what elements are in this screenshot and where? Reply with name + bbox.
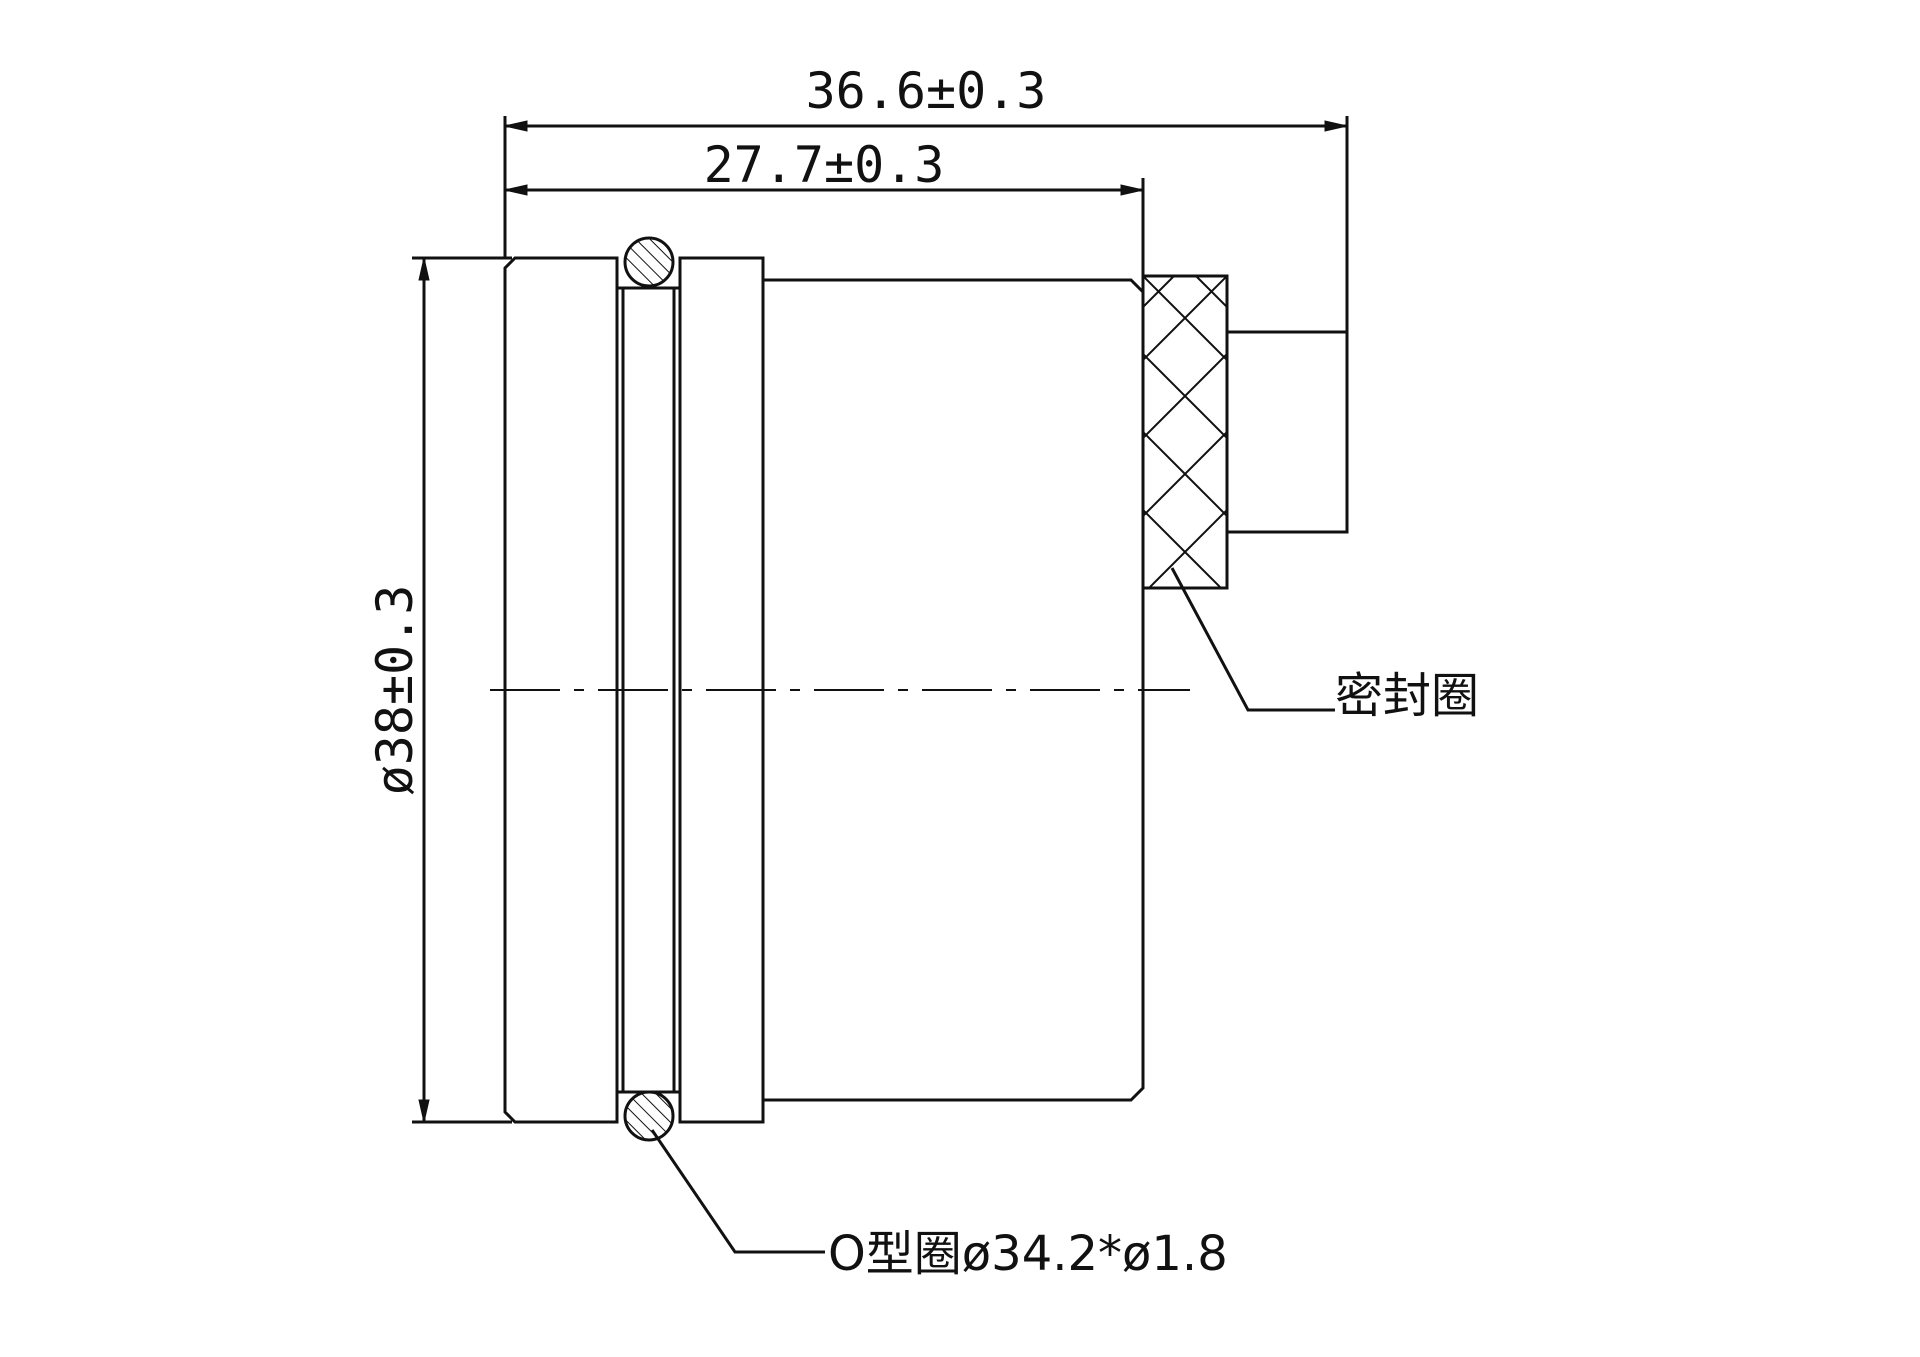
- o-ring-section-top: [623, 236, 675, 288]
- seal-ring-leader: [1170, 567, 1335, 712]
- o-ring-leader: [650, 1129, 825, 1254]
- seal-ring-label: 密封圈: [1335, 668, 1479, 724]
- diameter-dimension: [412, 256, 512, 1124]
- cable-outlet: [1227, 330, 1349, 534]
- body-length-dimension: [504, 178, 1145, 280]
- front-flange: [503, 256, 619, 1124]
- overall-length-text: 36.6±0.3: [806, 62, 1047, 120]
- o-ring-section-bottom: [623, 1090, 675, 1142]
- seal-ring: [1141, 274, 1229, 590]
- overall-length-dimension: [503, 116, 1349, 345]
- o-ring-label: O型圈ø34.2*ø1.8: [828, 1226, 1228, 1282]
- diameter-text: ø38±0.3: [366, 585, 424, 796]
- body-length-text: 27.7±0.3: [704, 136, 945, 194]
